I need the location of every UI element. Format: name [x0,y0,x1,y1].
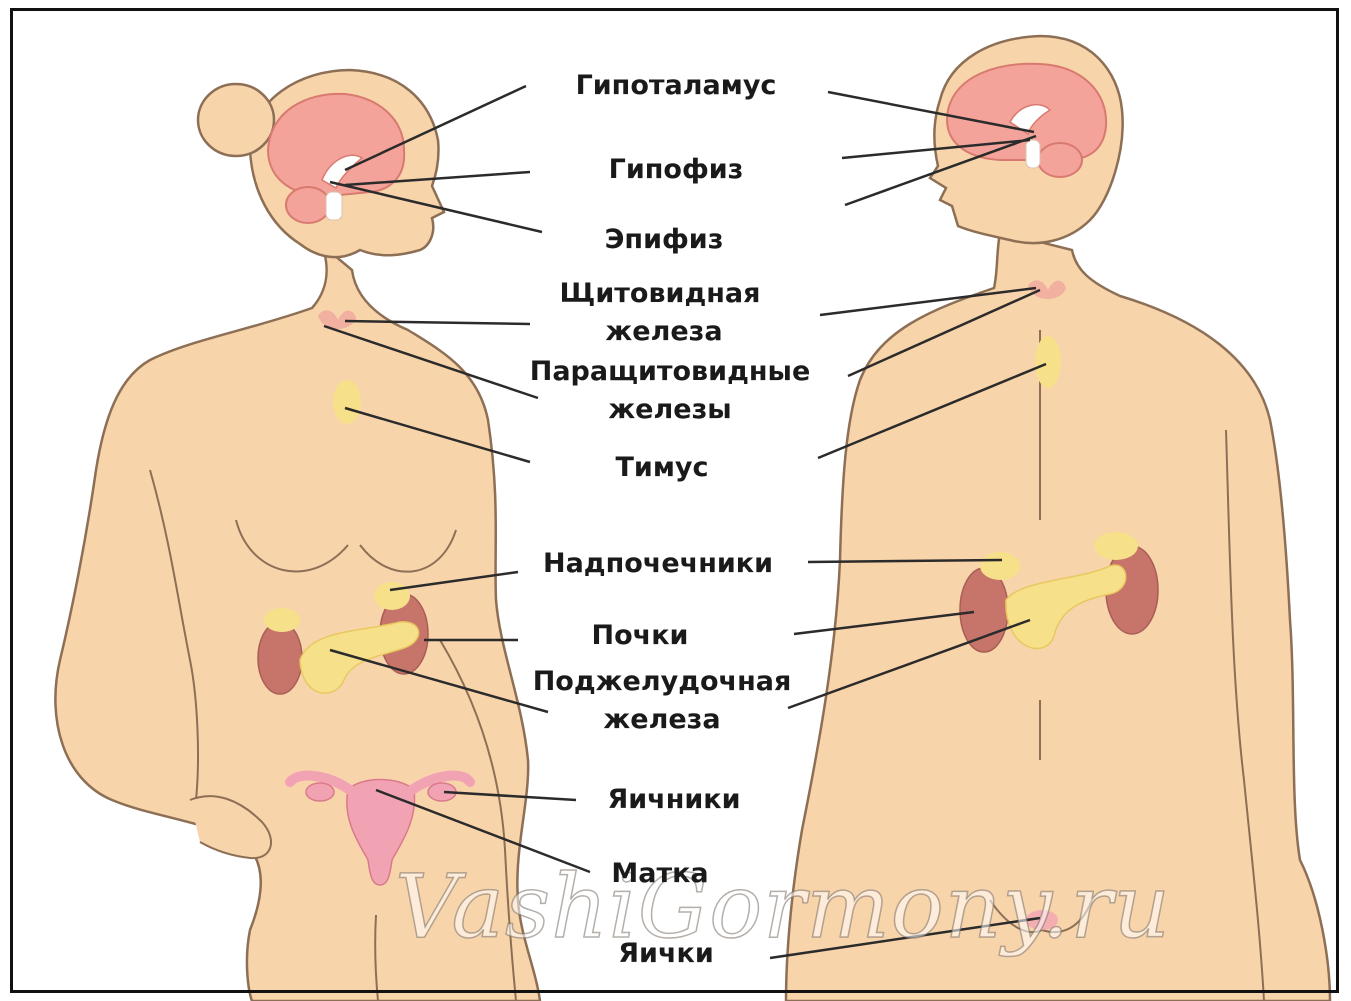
label-hypothalamus: Гипоталамус [576,68,777,104]
label-pituitary: Гипофиз [609,152,744,188]
label-testes: Яички [618,936,714,972]
label-pancreas-line1: Поджелудочная [533,664,792,700]
label-pancreas-line2: железа [603,702,720,738]
label-kidneys: Почки [592,618,689,654]
label-parathyroid-line1: Паращитовидные [530,354,811,390]
label-thyroid-line2: железа [605,314,722,350]
label-adrenals: Надпочечники [543,546,773,582]
label-pineal: Эпифиз [605,222,724,258]
label-thymus: Тимус [615,450,708,486]
watermark: VashiGormony.ru [395,855,1171,958]
label-ovaries: Яичники [607,782,740,818]
label-uterus: Матка [611,856,708,892]
label-thyroid-line1: Щитовидная [560,276,761,312]
label-parathyroid-line2: железы [608,392,731,428]
